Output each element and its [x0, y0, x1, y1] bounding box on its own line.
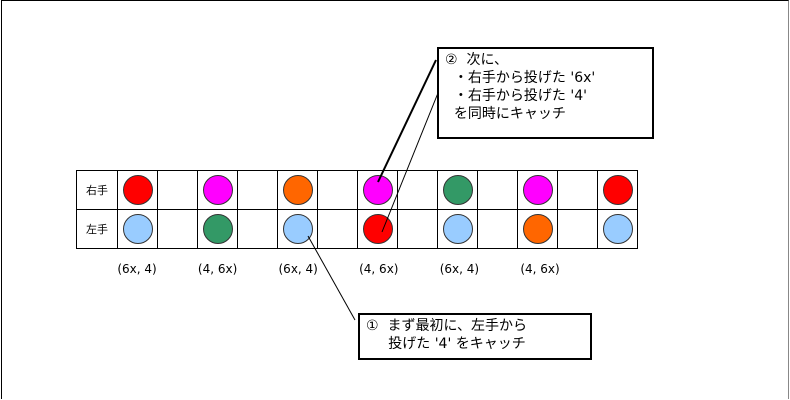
grid-cell [197, 170, 238, 210]
throw-pair-label: (4, 6x) [197, 262, 238, 276]
throw-pair-label: (6x, 4) [439, 262, 480, 276]
note-step-2: ② 次に、 ・右手から投げた '6x' ・右手から投げた '4' を同時にキャッ… [437, 47, 654, 139]
grid-cell [437, 170, 478, 210]
callout-line [377, 59, 437, 183]
ball [602, 175, 633, 205]
grid-cell [237, 170, 278, 210]
throw-pair-label: (4, 6x) [520, 262, 560, 276]
grid-cell [237, 209, 278, 249]
grid-cell [437, 209, 478, 249]
throw-pair-label: (6x, 4) [278, 262, 318, 276]
grid-cell [117, 209, 158, 249]
grid-cell [117, 170, 158, 210]
ball [282, 175, 313, 205]
right-hand-row: 右手 [76, 170, 638, 210]
grid-cell [597, 209, 638, 249]
row-label: 右手 [76, 170, 118, 210]
note-line: ・右手から投げた '4' [445, 88, 587, 104]
note-line: 投げた '4' をキャッチ [366, 336, 526, 352]
note-line: を同時にキャッチ [445, 106, 566, 122]
note-step-1: ① まず最初に、左手から 投げた '4' をキャッチ [358, 313, 592, 360]
left-hand-row: 左手 [76, 209, 638, 249]
grid-cell [597, 170, 638, 210]
row-label: 左手 [76, 209, 118, 249]
grid-cell [557, 170, 598, 210]
grid-cell [357, 209, 398, 249]
ball [362, 175, 393, 205]
grid-cell [517, 209, 558, 249]
note-line: ① まず最初に、左手から [366, 318, 528, 334]
throw-pair-label: (4, 6x) [359, 262, 399, 276]
note-line: ・右手から投げた '6x' [445, 70, 596, 86]
ball [602, 214, 633, 244]
ball [282, 214, 313, 244]
ball [442, 214, 473, 244]
note-line: ② 次に、 [445, 52, 509, 68]
ball [202, 214, 233, 244]
ball [122, 175, 153, 205]
ball [202, 175, 233, 205]
ball [442, 175, 473, 205]
callout-line [307, 235, 356, 321]
juggling-grid: 右手 左手 [76, 170, 638, 249]
ball [522, 214, 553, 244]
ball [122, 214, 153, 244]
throw-pair-label: (6x, 4) [117, 262, 157, 276]
callout-line [381, 87, 441, 233]
ball [522, 175, 553, 205]
grid-cell [197, 209, 238, 249]
